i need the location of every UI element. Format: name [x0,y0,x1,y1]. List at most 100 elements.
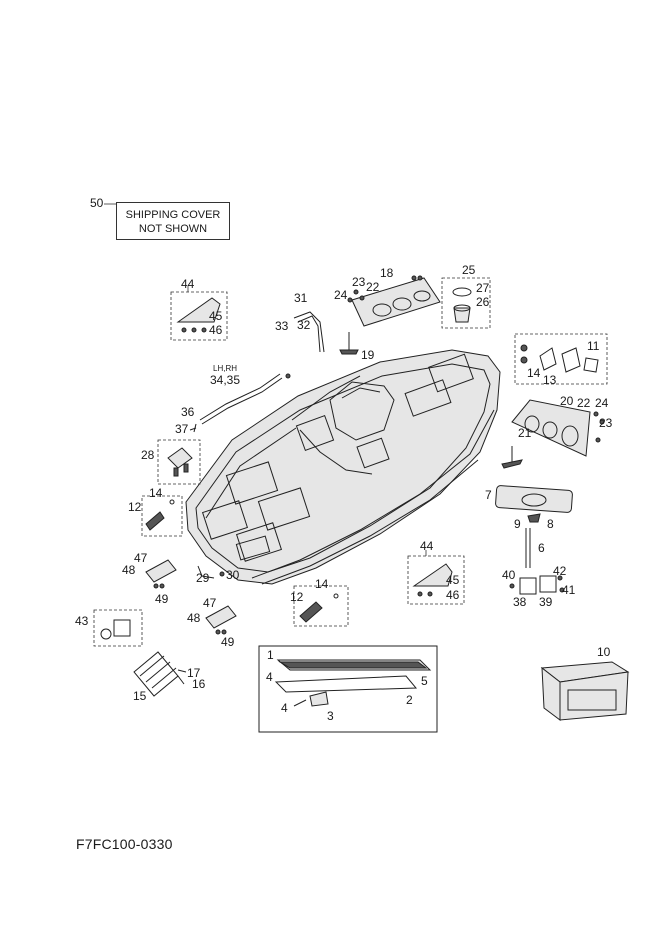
note-line-1: SHIPPING COVER [125,209,221,221]
callout-48b: 48 [187,611,201,625]
callout-37: 37 [175,422,189,436]
grab-rail-31 [293,311,325,353]
kit-box-25 [441,277,491,329]
kit-box-12-upper [141,495,183,537]
rub-rail-34-35 [199,373,281,421]
callout-23b: 23 [599,416,613,430]
callout-29: 29 [196,571,210,585]
screw-18-top [411,275,417,281]
screw-40 [509,583,515,589]
callout-13: 13 [543,373,557,387]
kit-box-43 [93,609,143,647]
hinge-13 [539,347,557,371]
callout-47b: 47 [203,596,217,610]
callout-44b: 44 [420,539,434,553]
cup-holder-26-rim [453,304,471,312]
washer-24a [347,297,353,303]
callout-6: 6 [538,541,545,555]
latch-11 [583,357,599,373]
callout-2: 2 [406,693,413,707]
rub-rail-34-35-b [201,377,283,425]
rail-screw [285,373,291,379]
pin-17 [177,669,187,673]
callout-31: 31 [294,291,308,305]
callout-23a: 23 [352,275,366,289]
callout-41: 41 [562,583,576,597]
screw-41 [559,587,565,593]
callout-46b: 46 [446,588,460,602]
callout-20: 20 [560,394,574,408]
latch-12-upper [145,511,165,531]
glovebox-lid-18 [351,277,441,327]
screw-49a-b [159,583,165,589]
rub-strip-2 [274,675,418,693]
callout-1: 1 [267,648,274,662]
callout-4b: 4 [281,701,288,715]
screw-14b [169,499,175,505]
screw-18-top-b [417,275,423,281]
callout-45b: 45 [446,573,460,587]
hatch-7 [495,485,573,513]
screw-49b [215,629,221,635]
screw-23b [595,437,601,443]
cleat-19 [339,349,359,355]
callout-27: 27 [476,281,490,295]
hinge-13-b [561,347,581,373]
screw-4b [293,699,307,707]
latch-12-lower [299,601,323,623]
callout-lhrh: LH,RH [213,364,237,373]
callout-14c: 14 [315,577,329,591]
cup-holder-26 [453,307,471,323]
callout-3: 3 [327,709,334,723]
cup-ring-27 [452,287,472,297]
callout-21: 21 [518,426,532,440]
vent-28-stem-b [183,463,189,473]
callout-38: 38 [513,595,527,609]
washer-24b [599,419,605,425]
screw-46-lower [417,591,423,597]
shipping-cover-note: SHIPPING COVER NOT SHOWN [116,202,230,240]
callout-49a: 49 [155,592,169,606]
note-callout-number: 50 [90,196,104,210]
callout-40: 40 [502,568,516,582]
callout-19: 19 [361,348,375,362]
plate-38 [519,577,537,595]
note-line-2: NOT SHOWN [138,223,208,235]
clip-30 [219,571,225,577]
callout-8: 8 [547,517,554,531]
screw-46-upper-c [201,327,207,333]
callout-11: 11 [587,339,600,353]
hatch-7-hole [521,493,547,507]
cable-29 [197,565,215,579]
callout-42: 42 [553,564,567,578]
fastener-37 [189,427,197,431]
callout-15: 15 [133,689,147,703]
callout-14a: 14 [527,366,541,380]
vent-28-stem [173,467,179,477]
fitting-43 [100,628,112,640]
callout-43: 43 [75,614,89,628]
bracket-45-lower [412,563,453,587]
callout-14b: 14 [149,486,163,500]
callout-10: 10 [597,645,611,659]
callout-44a: 44 [181,277,195,291]
callout-22a: 22 [366,280,380,294]
callout-28: 28 [141,448,155,462]
screw-14c [333,593,339,599]
kit-box-44-lower [407,555,465,605]
pin-16 [177,675,185,685]
plate-43 [113,619,131,637]
callout-16: 16 [192,677,206,691]
rub-strip-1-insert [278,661,428,669]
screw-42 [557,575,563,581]
screw-49b-b [221,629,227,635]
callout-32: 32 [297,318,311,332]
step-pad-47-lower [205,605,237,629]
rub-strip-box [258,645,438,733]
callout-4a: 4 [266,670,273,684]
callout-24a: 24 [334,288,348,302]
plate-39 [539,575,557,593]
callout-7: 7 [485,488,492,502]
screw-23a [353,289,359,295]
callout-24b: 24 [595,396,609,410]
